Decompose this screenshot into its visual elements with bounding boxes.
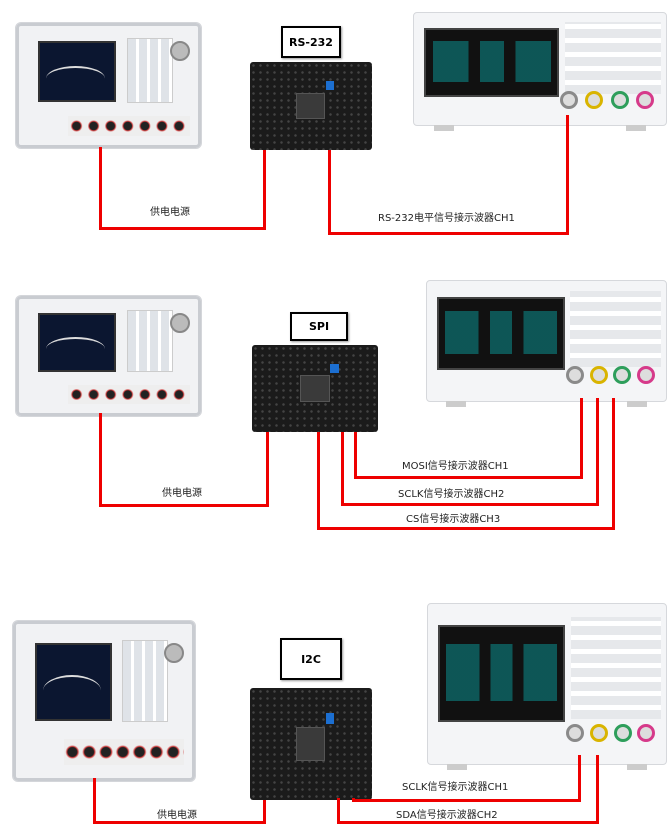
protocol-title-i2c: I2C xyxy=(280,638,342,680)
power-wire-2 xyxy=(99,413,102,507)
power-label-3: 供电电源 xyxy=(157,810,197,821)
signal-label-cs-ch3: CS信号接示波器CH3 xyxy=(406,514,501,525)
oscilloscope-2 xyxy=(426,280,667,407)
signal-wire-mosi xyxy=(354,432,357,479)
signal-wire-i2c-sclk-up xyxy=(578,755,581,802)
power-wire-2-up xyxy=(266,432,269,507)
signal-label-mosi-ch1: MOSI信号接示波器CH1 xyxy=(402,461,509,472)
fpga-board-1 xyxy=(250,62,372,150)
power-wire-3-up xyxy=(263,800,266,824)
signal-label-i2c-sclk-ch1: SCLK信号接示波器CH1 xyxy=(402,782,509,793)
power-wire-1-h xyxy=(99,227,265,230)
power-wire-3-h xyxy=(93,821,266,824)
signal-wire-rs232-h xyxy=(328,232,569,235)
signal-wire-i2c-sclk-h xyxy=(352,799,581,802)
signal-wire-mosi-up xyxy=(580,398,583,479)
signal-wire-rs232-up xyxy=(566,115,569,235)
signal-wire-sclk-up xyxy=(596,398,599,506)
power-wire-1 xyxy=(99,147,102,230)
power-label-1: 供电电源 xyxy=(150,207,190,218)
signal-wire-mosi-h xyxy=(354,476,583,479)
fpga-board-3 xyxy=(250,688,372,800)
signal-label-rs232-ch1: RS-232电平信号接示波器CH1 xyxy=(378,213,515,224)
fpga-board-2 xyxy=(252,345,378,432)
power-supply-3 xyxy=(12,620,196,782)
signal-wire-sda xyxy=(337,798,340,824)
signal-wire-rs232 xyxy=(328,150,331,235)
oscilloscope-1 xyxy=(413,12,667,131)
signal-wire-cs-up xyxy=(612,398,615,530)
oscilloscope-3 xyxy=(427,603,667,770)
signal-wire-cs xyxy=(317,432,320,530)
power-supply-2 xyxy=(15,295,202,417)
signal-label-sda-ch2: SDA信号接示波器CH2 xyxy=(396,810,498,821)
protocol-title-rs232: RS-232 xyxy=(281,26,341,58)
protocol-title-spi: SPI xyxy=(290,312,348,341)
signal-label-sclk-ch2: SCLK信号接示波器CH2 xyxy=(398,489,505,500)
signal-wire-sclk-h xyxy=(341,503,599,506)
power-wire-3 xyxy=(93,778,96,824)
signal-wire-sda-up xyxy=(596,755,599,824)
power-wire-2-h xyxy=(99,504,269,507)
power-wire-1-up xyxy=(263,150,266,230)
signal-wire-sclk xyxy=(341,432,344,506)
signal-wire-cs-h xyxy=(317,527,615,530)
power-supply-1 xyxy=(15,22,202,149)
signal-wire-sda-h xyxy=(337,821,599,824)
power-label-2: 供电电源 xyxy=(162,488,202,499)
